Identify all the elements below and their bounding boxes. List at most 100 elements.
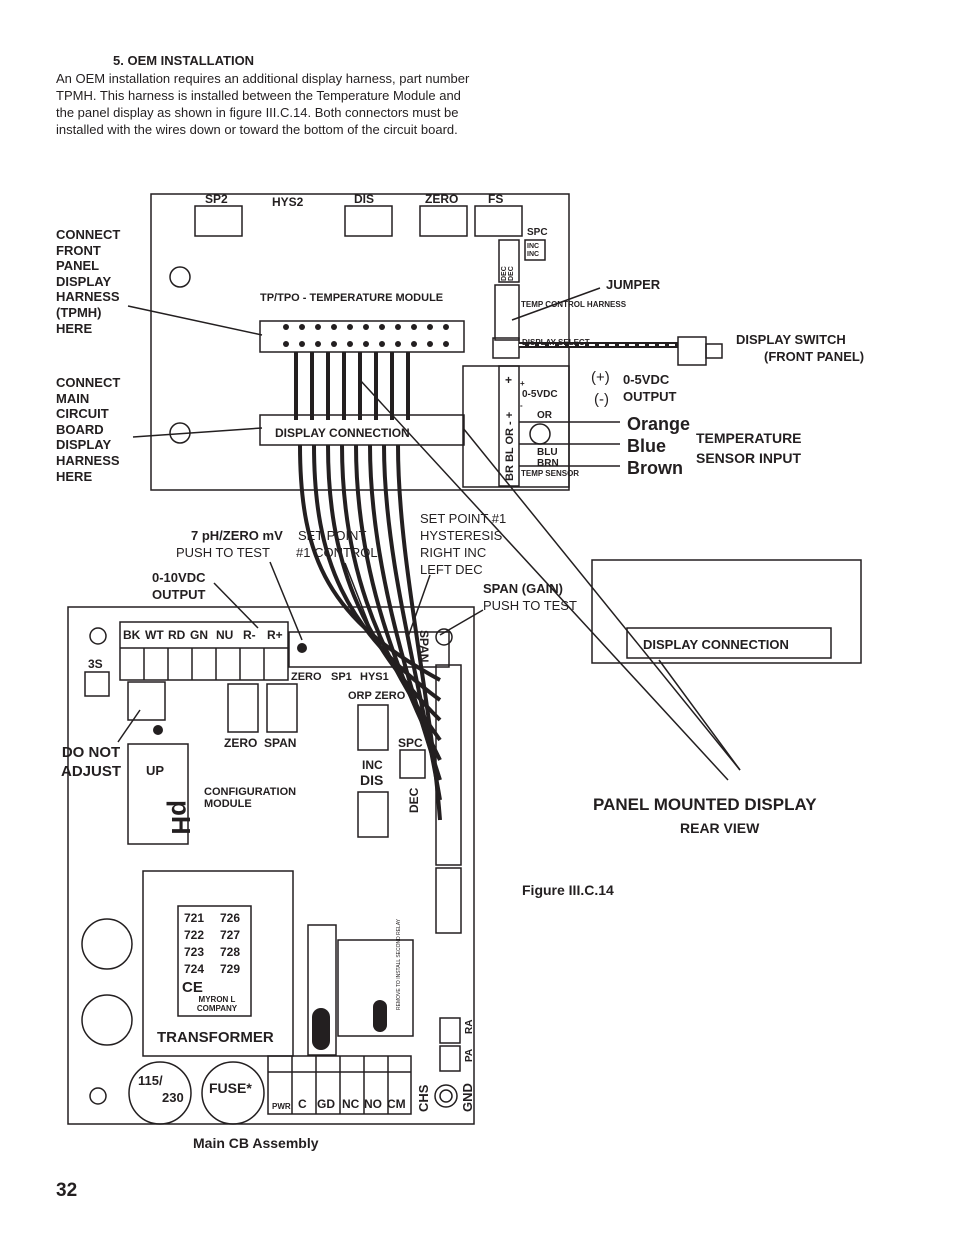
model-number: 727 bbox=[220, 928, 240, 942]
ra-label: RA bbox=[464, 1020, 475, 1034]
do-not-adjust-label: DO NOT ADJUST bbox=[60, 744, 121, 780]
or-label: OR bbox=[537, 410, 553, 421]
output-05-label: 0-5VDC bbox=[623, 372, 670, 387]
zero-label-2: ZERO bbox=[291, 671, 322, 683]
orp-zero-label: ORP ZERO bbox=[348, 690, 406, 702]
relay-terminal: NO bbox=[364, 1097, 382, 1111]
spc-main-label: SPC bbox=[398, 736, 423, 750]
output-label: OUTPUT bbox=[623, 389, 677, 404]
pot-label: HYS2 bbox=[272, 195, 304, 209]
terminal-label: R- bbox=[243, 628, 256, 642]
display-select-label: DISPLAY SELECT bbox=[522, 338, 590, 347]
ce-mark: CE bbox=[182, 979, 203, 996]
model-number: 728 bbox=[220, 945, 240, 959]
dec-label-2: DEC bbox=[508, 266, 515, 281]
dec-main-label: DEC bbox=[407, 787, 421, 813]
main-cb-caption: Main CB Assembly bbox=[193, 1135, 319, 1151]
pot-label: ZERO bbox=[425, 192, 458, 206]
terminal-label: BK bbox=[123, 628, 141, 642]
model-number: 729 bbox=[220, 962, 240, 976]
pot-label: SP2 bbox=[205, 192, 228, 206]
up-label: UP bbox=[146, 763, 164, 778]
pot-label: FS bbox=[488, 192, 503, 206]
model-number: 721 bbox=[184, 911, 204, 925]
orange-wire-label: Orange bbox=[627, 414, 690, 434]
set-point-control-label: #1 CONTROL bbox=[296, 545, 378, 560]
3s-label: 3S bbox=[88, 657, 103, 671]
brn-label: BRN bbox=[537, 458, 559, 469]
inc-label-2: INC bbox=[527, 251, 539, 258]
hys1-label: HYS1 bbox=[360, 671, 389, 683]
gnd-label: GND bbox=[460, 1083, 475, 1112]
transformer-label: TRANSFORMER bbox=[157, 1029, 274, 1046]
company-logo: MYRON L COMPANY bbox=[196, 995, 238, 1013]
terminal-plus: + bbox=[505, 373, 512, 387]
voltage-label-2: 230 bbox=[162, 1090, 184, 1105]
span-label: SPAN bbox=[264, 736, 296, 750]
ph-label: pH bbox=[166, 800, 196, 835]
voltage-label-1: 115/ bbox=[138, 1073, 163, 1088]
main-board bbox=[67, 606, 475, 1125]
model-number: 723 bbox=[184, 945, 204, 959]
terminal-label: GN bbox=[190, 628, 208, 642]
sp1-label-d: LEFT DEC bbox=[420, 562, 483, 577]
pot-label: DIS bbox=[354, 192, 374, 206]
spc-label: SPC bbox=[527, 227, 548, 238]
plus-label: (+) bbox=[591, 369, 610, 386]
page-number: 32 bbox=[56, 1180, 77, 1201]
dis-main-label: DIS bbox=[360, 772, 383, 788]
temp-sensor-label: TEMP SENSOR bbox=[521, 469, 579, 478]
model-number: 726 bbox=[220, 911, 240, 925]
model-number: 724 bbox=[184, 962, 204, 976]
pwr-label: PWR bbox=[272, 1102, 291, 1111]
set-point-label: SET POINT bbox=[298, 528, 366, 543]
terminal-strip-label: BR BL OR - + bbox=[504, 412, 516, 481]
temp-control-harness-label: TEMP CONTROL HARNESS bbox=[521, 300, 627, 309]
inc-main-label: INC bbox=[362, 758, 383, 772]
blue-wire-label: Blue bbox=[627, 436, 666, 456]
display-connection-label: DISPLAY CONNECTION bbox=[275, 426, 410, 440]
terminal-label: RD bbox=[168, 628, 186, 642]
figure-label: Figure III.C.14 bbox=[522, 882, 614, 898]
config-module-label: CONFIGURATION MODULE bbox=[204, 786, 297, 810]
sp1-label-a: SET POINT #1 bbox=[420, 511, 506, 526]
span-gain-label: SPAN (GAIN) bbox=[483, 581, 563, 596]
blu-label: BLU bbox=[537, 447, 558, 458]
panel-display-connection-label: DISPLAY CONNECTION bbox=[643, 637, 789, 652]
terminal-minus-small: - bbox=[520, 401, 523, 410]
v05-label: 0-5VDC bbox=[522, 389, 558, 400]
connect-main-callout: CONNECT MAIN CIRCUIT BOARD DISPLAY HARNE… bbox=[56, 375, 121, 484]
dec-label: DEC bbox=[501, 266, 508, 281]
connect-front-callout: CONNECT FRONT PANEL DISPLAY HARNESS (TPM… bbox=[56, 227, 121, 336]
inc-label: INC bbox=[527, 243, 539, 250]
front-panel-label: (FRONT PANEL) bbox=[764, 349, 864, 364]
sp1-label-c: RIGHT INC bbox=[420, 545, 486, 560]
sp1-label: SP1 bbox=[331, 671, 352, 683]
jumper-label: JUMPER bbox=[606, 277, 661, 292]
relay-terminal: CM bbox=[387, 1097, 406, 1111]
brown-wire-label: Brown bbox=[627, 458, 683, 478]
model-number: 722 bbox=[184, 928, 204, 942]
v010-label: 0-10VDC bbox=[152, 570, 206, 585]
pa-label: PA bbox=[464, 1049, 475, 1062]
panel-display-title: PANEL MOUNTED DISPLAY bbox=[593, 795, 817, 814]
temp-sensor-input-label-2: SENSOR INPUT bbox=[696, 450, 801, 466]
panel-display-subtitle: REAR VIEW bbox=[680, 820, 760, 836]
chs-label: CHS bbox=[416, 1084, 431, 1112]
zero-label: ZERO bbox=[224, 736, 257, 750]
terminal-label: R+ bbox=[267, 628, 283, 642]
output-010-label: OUTPUT bbox=[152, 587, 206, 602]
minus-label: (-) bbox=[594, 391, 609, 408]
ph-zero-label: 7 pH/ZERO mV bbox=[191, 528, 283, 543]
temp-sensor-input-label: TEMPERATURE bbox=[696, 430, 802, 446]
relay-terminal: GD bbox=[317, 1097, 335, 1111]
terminal-plus-small: + bbox=[520, 379, 525, 388]
tpmh-connector bbox=[259, 320, 465, 353]
terminal-label: WT bbox=[145, 628, 164, 642]
relay-terminal: NC bbox=[342, 1097, 360, 1111]
section-paragraph: An OEM installation requires an addition… bbox=[56, 71, 470, 137]
relay-terminal: C bbox=[298, 1097, 307, 1111]
remove-install-label: REMOVE TO INSTALL SECOND RELAY bbox=[396, 918, 402, 1010]
fuse-label: FUSE* bbox=[209, 1080, 252, 1096]
